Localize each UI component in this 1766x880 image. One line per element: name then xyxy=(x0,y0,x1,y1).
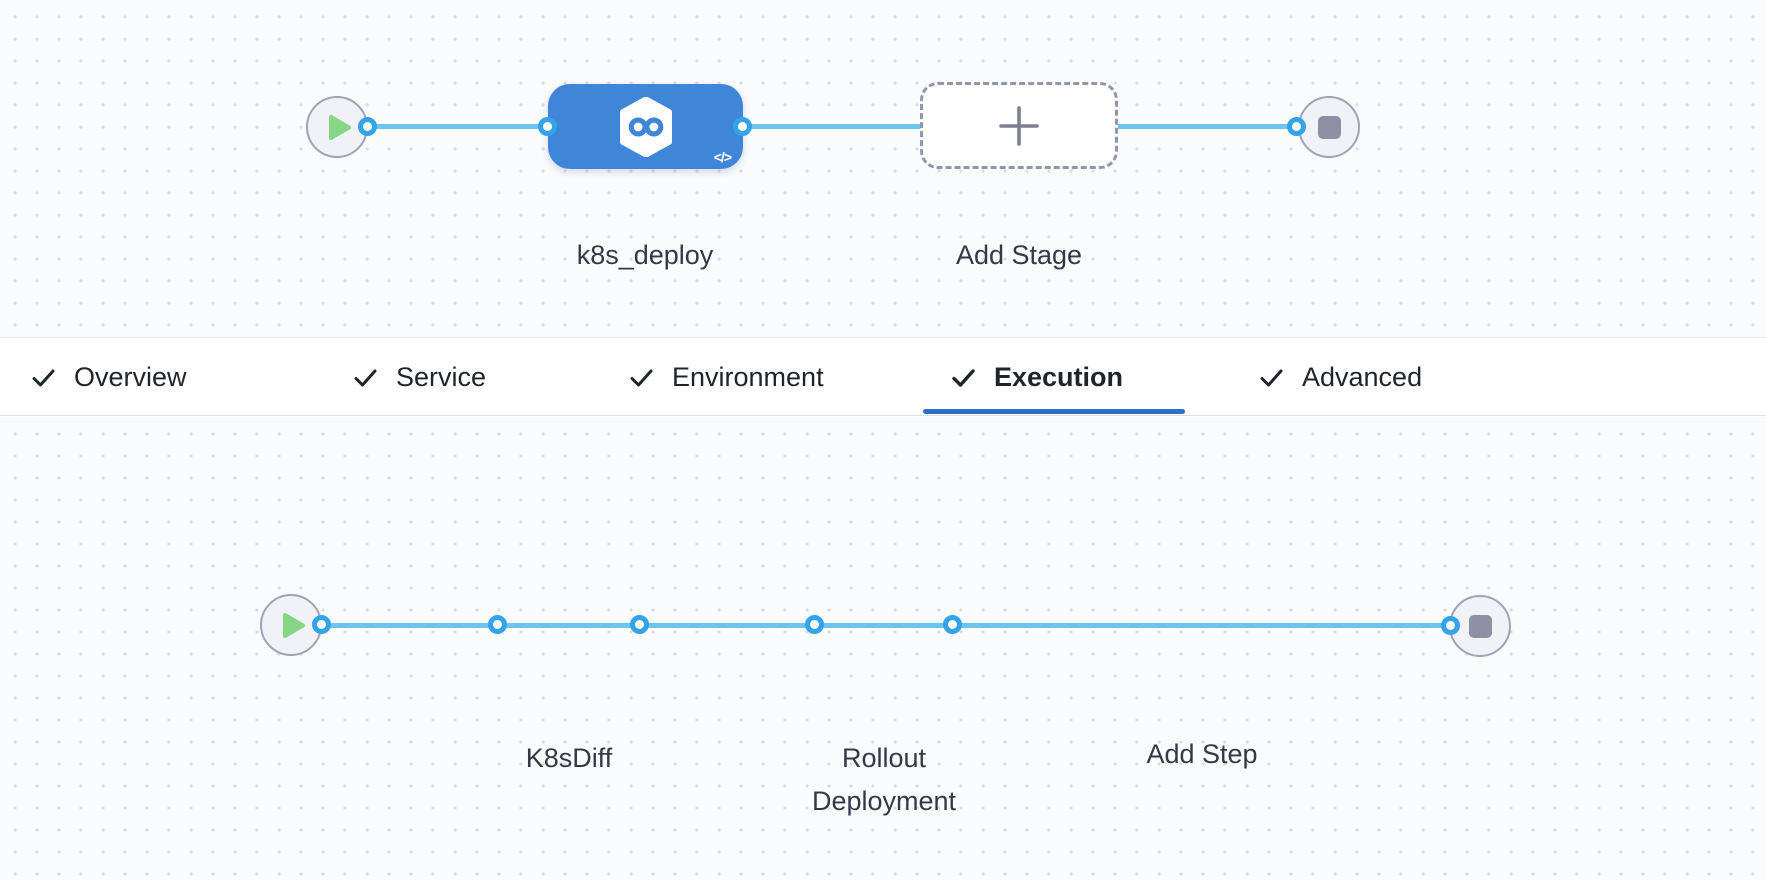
connector-port[interactable] xyxy=(1441,616,1460,635)
tab-label: Execution xyxy=(994,361,1124,392)
connector-port[interactable] xyxy=(630,615,649,634)
connector-port[interactable] xyxy=(488,615,507,634)
stop-icon xyxy=(1317,115,1341,139)
tab-label: Environment xyxy=(672,361,824,392)
pipeline-end-node[interactable] xyxy=(1298,96,1360,158)
tab-advanced[interactable]: Advanced xyxy=(1258,338,1422,416)
check-icon xyxy=(950,364,977,391)
connector-port[interactable] xyxy=(1287,117,1306,136)
stage-yaml-code-badge[interactable]: </> xyxy=(713,149,732,165)
connector-port[interactable] xyxy=(358,117,377,136)
stage-config-tab-bar: Overview Service Environment Execution A xyxy=(0,338,1766,416)
check-icon xyxy=(352,364,379,391)
add-stage-button[interactable] xyxy=(920,82,1118,169)
stage-connector-line xyxy=(366,124,1297,129)
check-icon xyxy=(30,364,57,391)
check-icon xyxy=(1258,364,1285,391)
step-name-label[interactable]: Rollout Deployment xyxy=(811,743,957,817)
stage-name-label[interactable]: k8s_deploy xyxy=(576,240,714,270)
connector-port[interactable] xyxy=(805,615,824,634)
active-tab-underline xyxy=(923,409,1185,414)
tab-label: Overview xyxy=(74,361,187,392)
step-name-label[interactable]: K8sDiff xyxy=(525,743,613,773)
play-icon xyxy=(328,114,352,141)
play-icon xyxy=(282,612,306,639)
connector-port[interactable] xyxy=(312,615,331,634)
execution-start-node[interactable] xyxy=(260,594,322,656)
add-stage-label[interactable]: Add Stage xyxy=(955,240,1083,270)
tab-label: Advanced xyxy=(1302,361,1423,392)
add-step-label[interactable]: Add Step xyxy=(1146,739,1258,769)
connector-port[interactable] xyxy=(538,117,557,136)
harness-infinity-icon xyxy=(618,96,674,157)
tab-overview[interactable]: Overview xyxy=(30,338,187,416)
check-icon xyxy=(628,364,655,391)
tab-environment[interactable]: Environment xyxy=(628,338,824,416)
execution-canvas: </> </> K8s xyxy=(0,417,1766,880)
tab-label: Service xyxy=(396,361,487,392)
connector-port[interactable] xyxy=(943,615,962,634)
step-connector-line xyxy=(320,623,1451,628)
plus-icon xyxy=(997,104,1041,148)
connector-port[interactable] xyxy=(733,117,752,136)
pipeline-start-node[interactable] xyxy=(306,96,368,158)
tab-execution[interactable]: Execution xyxy=(950,338,1123,416)
tab-service[interactable]: Service xyxy=(352,338,486,416)
stage-canvas: </> k8s_deploy Add Stage xyxy=(0,0,1766,338)
stage-node-k8s-deploy[interactable]: </> xyxy=(548,84,743,169)
stop-icon xyxy=(1468,614,1492,638)
